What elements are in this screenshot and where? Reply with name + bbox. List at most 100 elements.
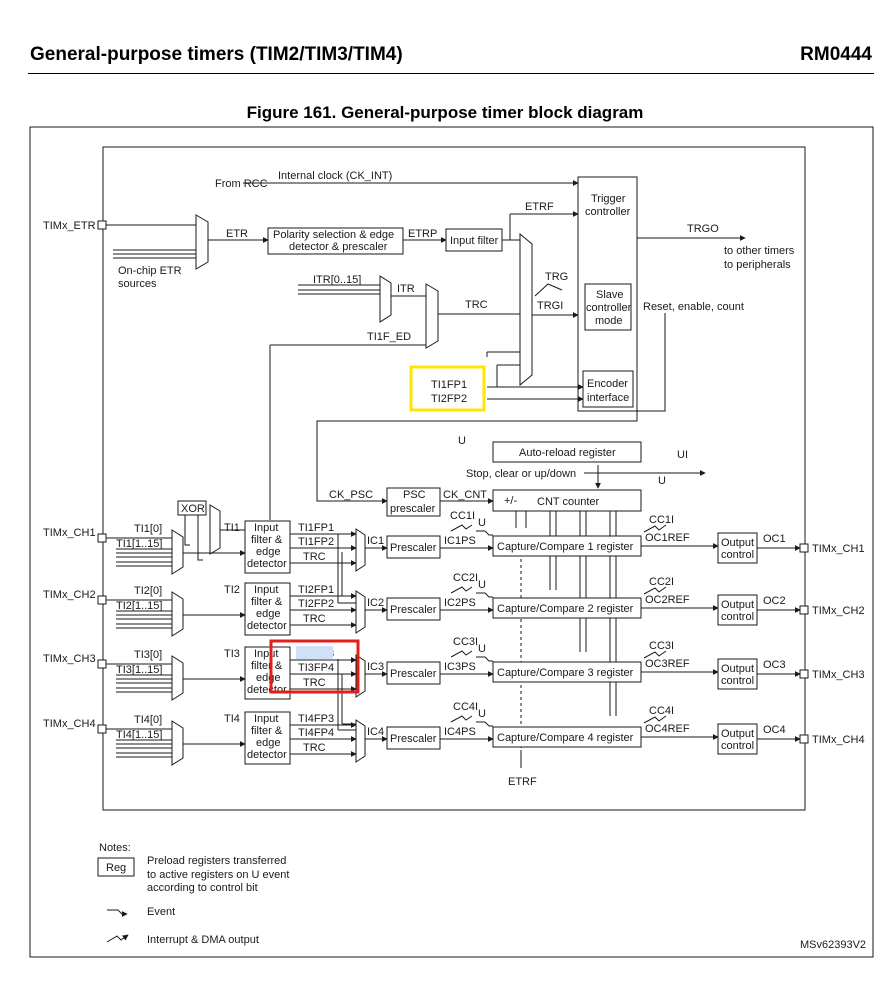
preload-note-1: Preload registers transferred [147, 855, 286, 867]
figure-title: Figure 161. General-purpose timer block … [246, 103, 644, 122]
ch2-trc-label: TRC [303, 613, 326, 625]
trgi-mux [519, 232, 533, 387]
slave-label-2: controller [586, 302, 632, 314]
u-event-label: U [458, 435, 466, 447]
ch4-fp-b-label: TI4FP4 [298, 727, 334, 739]
ch4-input-pin [97, 724, 107, 734]
reset-enable-label: Reset, enable, count [643, 301, 744, 313]
ch3-fp-b-label: TI3FP4 [298, 662, 334, 674]
ch4-event-icon [476, 721, 493, 727]
ch3-filter-label-1: Input [254, 648, 278, 660]
ch2-ti-range-label: TI2[1..15] [116, 600, 162, 612]
auto-reload-label: Auto-reload register [519, 447, 616, 459]
ch3-filter-label-4: detector [247, 684, 287, 696]
ch3-output-pin-label: TIMx_CH3 [812, 669, 865, 681]
trgi-label: TRGI [537, 300, 563, 312]
ch1-ti-range-label: TI1[1..15] [116, 538, 162, 550]
notes-label: Notes: [99, 842, 131, 854]
ch3-ti-label: TI3 [224, 648, 240, 660]
ch4-u-label: U [478, 708, 486, 720]
trg-label: TRG [545, 271, 568, 283]
ch4-ocref-label: OC4REF [645, 723, 690, 735]
figure-code: MSv62393V2 [800, 939, 866, 951]
interrupt-note: Interrupt & DMA output [147, 934, 259, 946]
ch1-cci-label: CC1I [450, 510, 475, 522]
ch1-u-label: U [478, 517, 486, 529]
etr-mux [195, 214, 209, 270]
ch1-oc-interrupt-icon [643, 524, 667, 533]
ch2-event-icon [476, 592, 493, 598]
xor-label: XOR [181, 503, 205, 515]
ch3-ccr-label: Capture/Compare 3 register [497, 667, 634, 679]
ch4-fp-a-label: TI4FP3 [298, 713, 334, 725]
psc-prescaler-box [386, 487, 441, 517]
slave-label-3: mode [595, 315, 623, 327]
timer-boundary [102, 146, 806, 811]
ch2-output-label-2: control [721, 611, 754, 623]
ch1-input-mux [171, 529, 184, 575]
ch2-output-pin-label: TIMx_CH2 [812, 605, 865, 617]
ch2-cci-label: CC2I [453, 572, 478, 584]
ch4-output-label-2: control [721, 740, 754, 752]
ti1f-ed-label: TI1F_ED [367, 331, 411, 343]
ch1-input-filter-block [244, 520, 291, 574]
cnt-counter [492, 489, 642, 512]
encoder-label-1: Encoder [587, 378, 628, 390]
ch1-prescaler [386, 535, 441, 559]
etr-label: ETR [226, 228, 248, 240]
ch4-cci-out-label: CC4I [649, 705, 674, 717]
polarity-selection-box [267, 227, 404, 255]
interrupt-arrow-icon [106, 934, 129, 943]
ch3-ocref-label: OC3REF [645, 658, 690, 670]
figure-frame [29, 126, 874, 958]
u-interrupt-label: U [658, 475, 666, 487]
ch1-filter-label-4: detector [247, 558, 287, 570]
ch4-ti-label: TI4 [224, 713, 240, 725]
ti1fp1-label: TI1FP1 [431, 379, 467, 391]
ch3-trc-label: TRC [303, 677, 326, 689]
ch1-filter-label-3: edge [256, 546, 280, 558]
page-header-doc-id: RM0444 [800, 44, 872, 65]
ch4-input-filter-block [244, 711, 291, 765]
ch4-output-pin [799, 734, 809, 744]
itr-input-label: ITR[0..15] [313, 274, 361, 286]
psc-label-2: prescaler [390, 503, 436, 515]
ch3-prescaler-label: Prescaler [390, 668, 437, 680]
ch1-oc-label: OC1 [763, 533, 786, 545]
ch4-ccr-label: Capture/Compare 4 register [497, 732, 634, 744]
ch3-icps-label: IC3PS [444, 661, 476, 673]
ch2-ic-label: IC2 [367, 597, 384, 609]
ch2-input-label: TIMx_CH2 [43, 589, 96, 601]
ch3-u-label: U [478, 643, 486, 655]
ch3-cci-label: CC3I [453, 636, 478, 648]
auto-reload-register [492, 441, 642, 463]
ch3-input-mux [171, 655, 184, 701]
trc-mux [425, 283, 439, 349]
ch1-interrupt-icon [450, 524, 473, 532]
ti3fp3-selection [296, 646, 333, 659]
ch2-output-control [717, 594, 758, 626]
ch1-fp-b-label: TI1FP2 [298, 536, 334, 548]
ch4-output-label-1: Output [721, 728, 754, 740]
trgo-label: TRGO [687, 223, 719, 235]
ti2fp2-label: TI2FP2 [431, 393, 467, 405]
ch3-filter-label-2: filter & [251, 660, 283, 672]
ch1-filter-label-1: Input [254, 522, 278, 534]
ch1-ccr-label: Capture/Compare 1 register [497, 541, 634, 553]
polarity-label-1: Polarity selection & edge [273, 229, 394, 241]
xor-gate [177, 500, 207, 516]
cnt-counter-label: CNT counter [537, 496, 599, 508]
preload-note-3: according to control bit [147, 882, 258, 894]
other-timers-label-2: to peripherals [724, 259, 791, 271]
ch2-interrupt-icon [450, 586, 473, 594]
ch3-interrupt-icon [450, 650, 473, 658]
red-highlight [269, 639, 360, 694]
ch2-filter-label-1: Input [254, 584, 278, 596]
ch3-ic-label: IC3 [367, 661, 384, 673]
ch4-ti0-label: TI4[0] [134, 714, 162, 726]
ch2-input-pin [97, 595, 107, 605]
ch4-input-label: TIMx_CH4 [43, 718, 96, 730]
ch4-trc-label: TRC [303, 742, 326, 754]
timx-etr-label: TIMx_ETR [43, 220, 96, 232]
ch2-prescaler [386, 597, 441, 621]
